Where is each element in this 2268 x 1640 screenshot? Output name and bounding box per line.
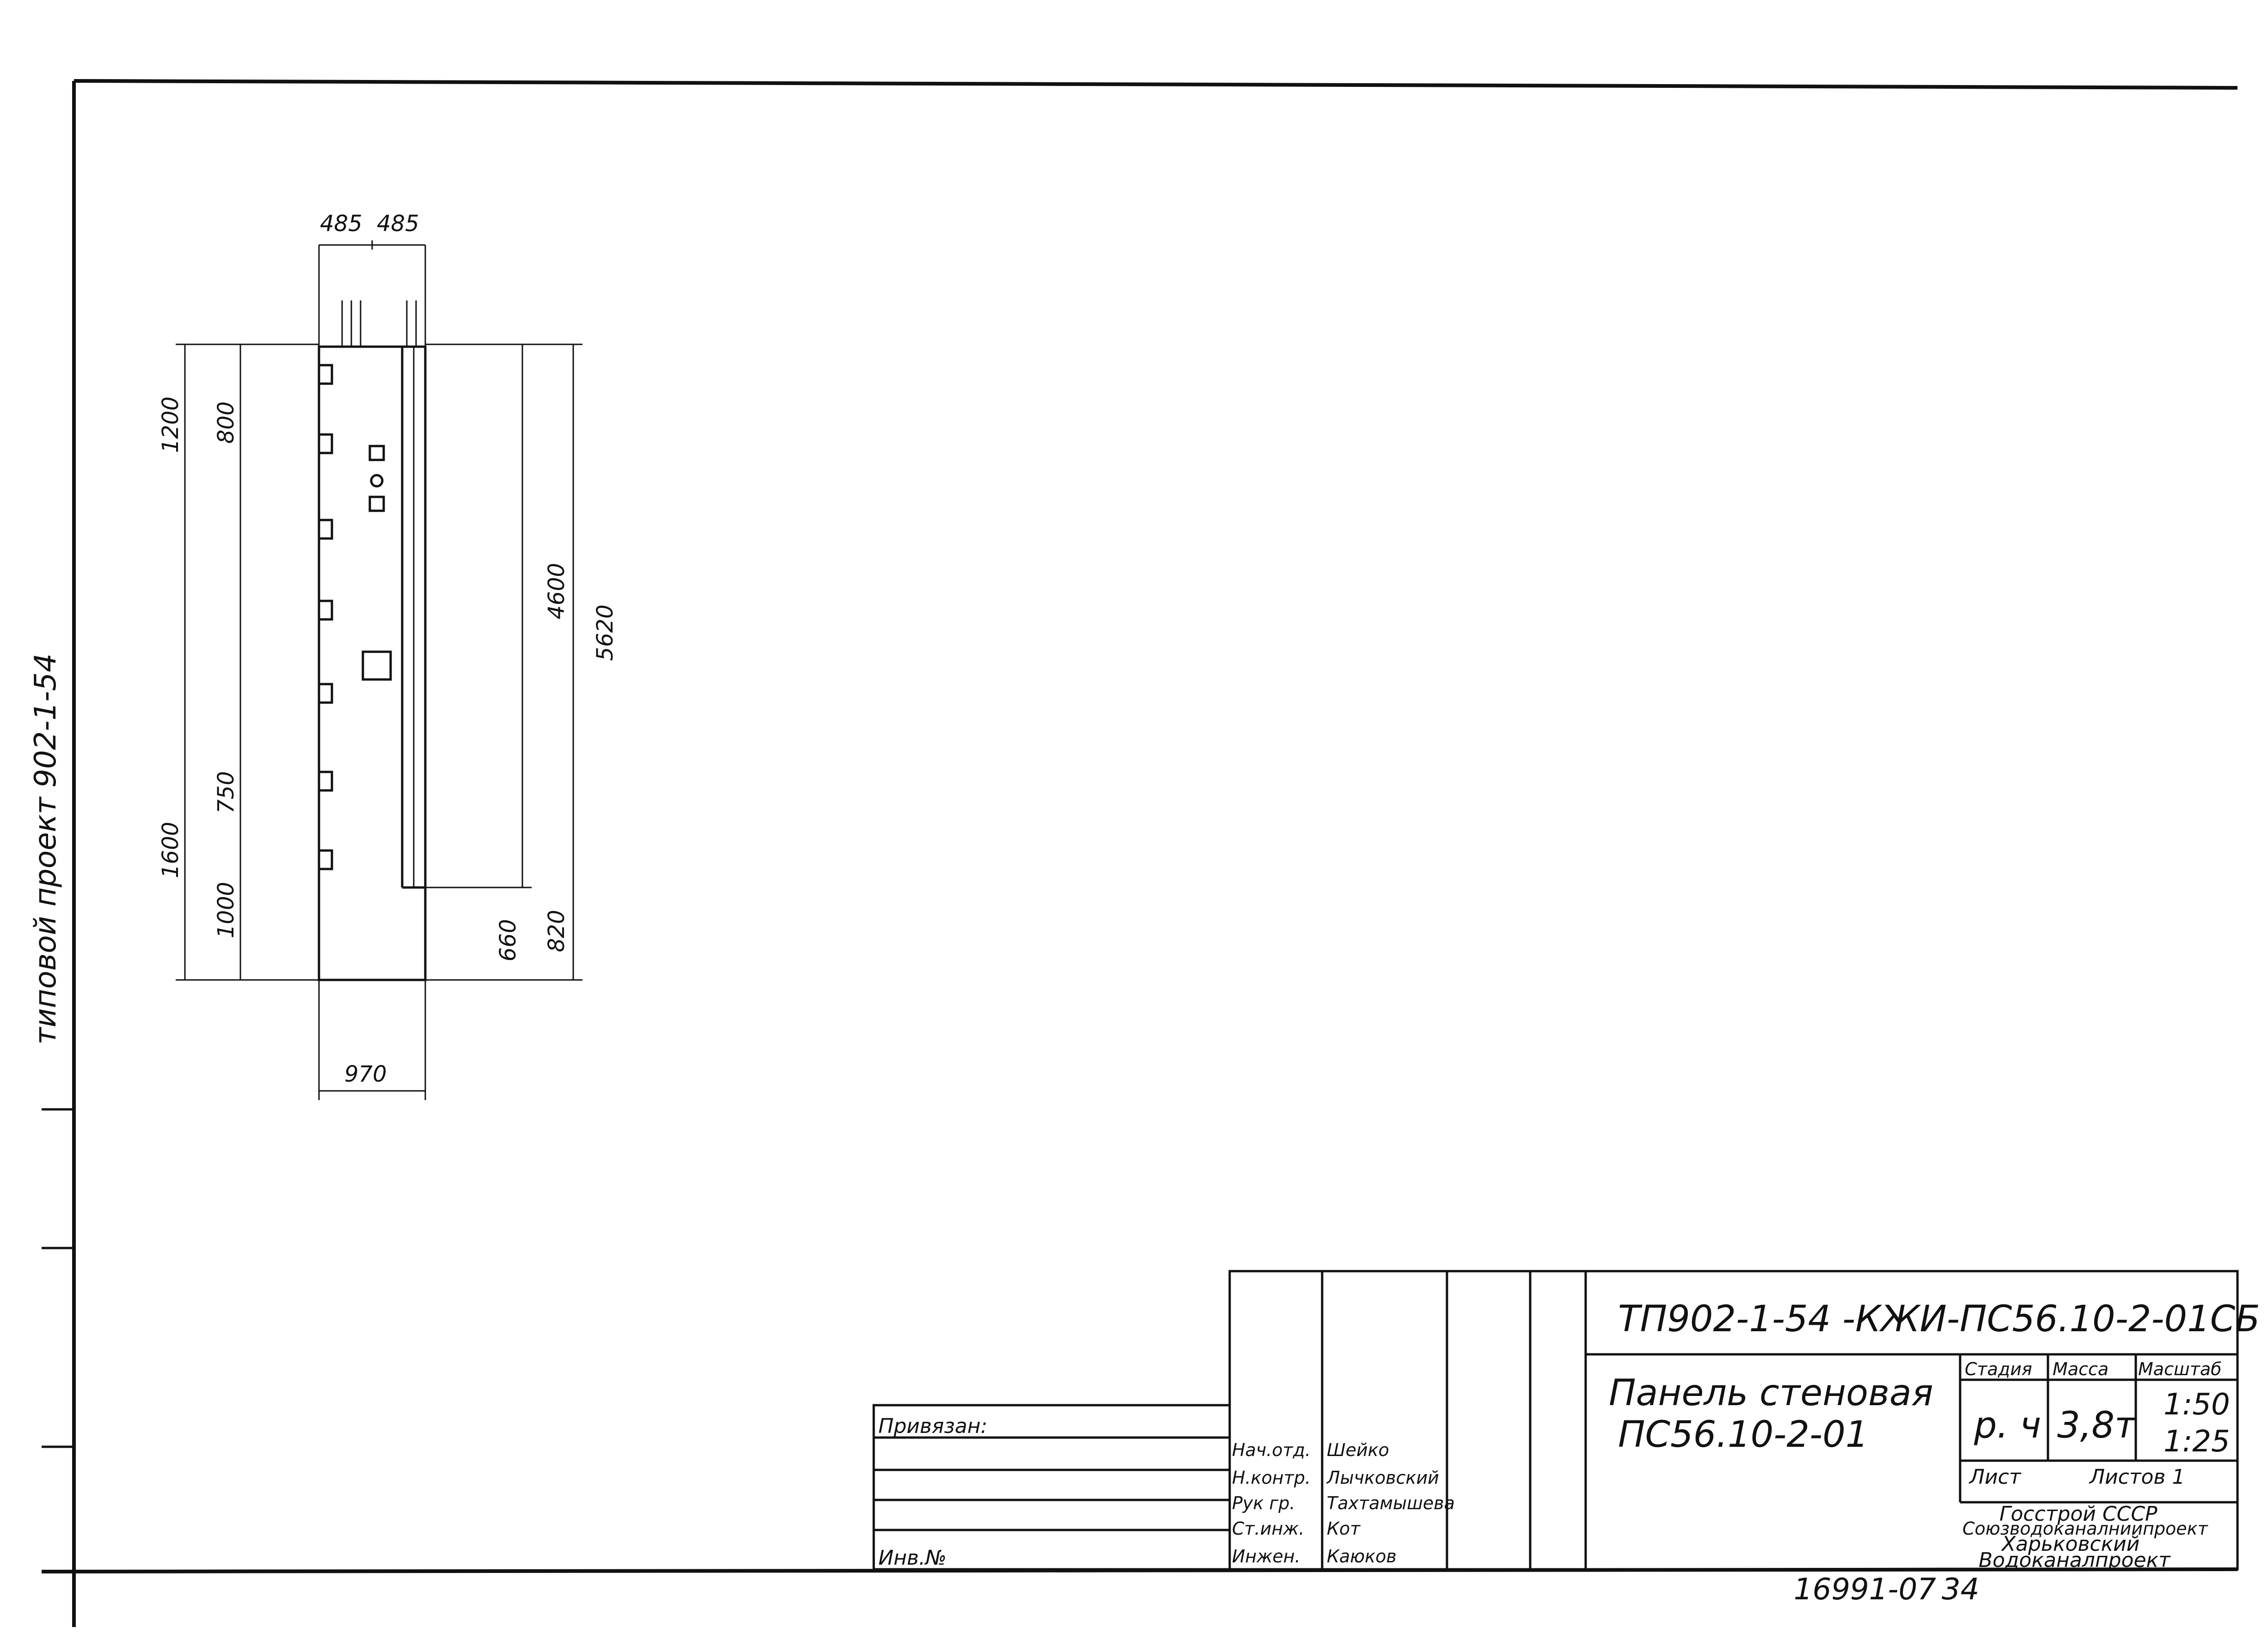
org-line-4: Водоканалпроект	[1979, 1548, 2171, 1572]
scale-value-1: 1:50	[2164, 1388, 2230, 1422]
dim-left-2: 800	[213, 401, 239, 444]
sheet-label: Лист	[1968, 1465, 2022, 1489]
org-line-2: Союзводоканалниипроект	[1962, 1518, 2209, 1539]
archive-number: 16991-07	[1794, 1573, 1936, 1607]
name-2: Лычковский	[1326, 1468, 1439, 1488]
role-1: Нач.отд.	[1232, 1440, 1311, 1460]
mass-header: Масса	[2053, 1359, 2109, 1379]
mass-value: 3,8т	[2057, 1405, 2137, 1446]
dim-right-4600: 4600	[544, 563, 570, 619]
dim-left-5: 1000	[213, 882, 239, 938]
drawing-code: ТП902-1-54 -КЖИ-ПС56.10-2-01СБ	[1618, 1298, 2260, 1340]
dim-left-1: 1200	[158, 397, 184, 453]
role-3: Рук гр.	[1232, 1493, 1295, 1513]
dim-top-left: 485	[320, 211, 362, 237]
sheets-label: Листов 1	[2089, 1465, 2185, 1489]
inv-label: Инв.№	[878, 1546, 946, 1570]
org-line-3: Харьковский	[2001, 1532, 2139, 1556]
dim-right-820: 820	[544, 910, 570, 952]
scale-value-2: 1:25	[2164, 1425, 2230, 1459]
role-2: Н.контр.	[1232, 1468, 1311, 1488]
name-1: Шейко	[1327, 1440, 1389, 1460]
scale-header: Масштаб	[2138, 1359, 2222, 1379]
name-3: Тахтамышева	[1327, 1493, 1455, 1513]
dim-top-right: 485	[377, 211, 419, 237]
dim-bottom: 970	[344, 1061, 387, 1087]
bound-label: Привязан:	[878, 1414, 987, 1438]
name-4: Кот	[1327, 1518, 1361, 1539]
title-block-lines	[872, 1270, 2239, 1571]
panel-mark: ПС56.10-2-01	[1618, 1414, 1869, 1456]
panel-name: Панель стеновая	[1609, 1372, 1933, 1414]
role-4: Ст.инж.	[1232, 1518, 1305, 1539]
dim-right-660: 660	[495, 919, 521, 961]
org-line-1: Госстрой СССР	[1999, 1502, 2158, 1526]
stage-value: р. ч	[1974, 1405, 2041, 1446]
name-5: Каюков	[1327, 1546, 1397, 1567]
dim-left-4: 1600	[158, 822, 184, 878]
dim-left-3: 750	[213, 771, 239, 814]
stage-header: Стадия	[1965, 1359, 2032, 1379]
main-elevation: 485 485 1200 800 750 1600 1000 4600 5620…	[158, 211, 618, 1100]
margin-stamp: типовой проект 902-1-54	[29, 654, 63, 1045]
role-5: Инжен.	[1232, 1546, 1300, 1567]
dim-right-5620: 5620	[592, 605, 618, 661]
page-number: 34	[1942, 1573, 1979, 1607]
